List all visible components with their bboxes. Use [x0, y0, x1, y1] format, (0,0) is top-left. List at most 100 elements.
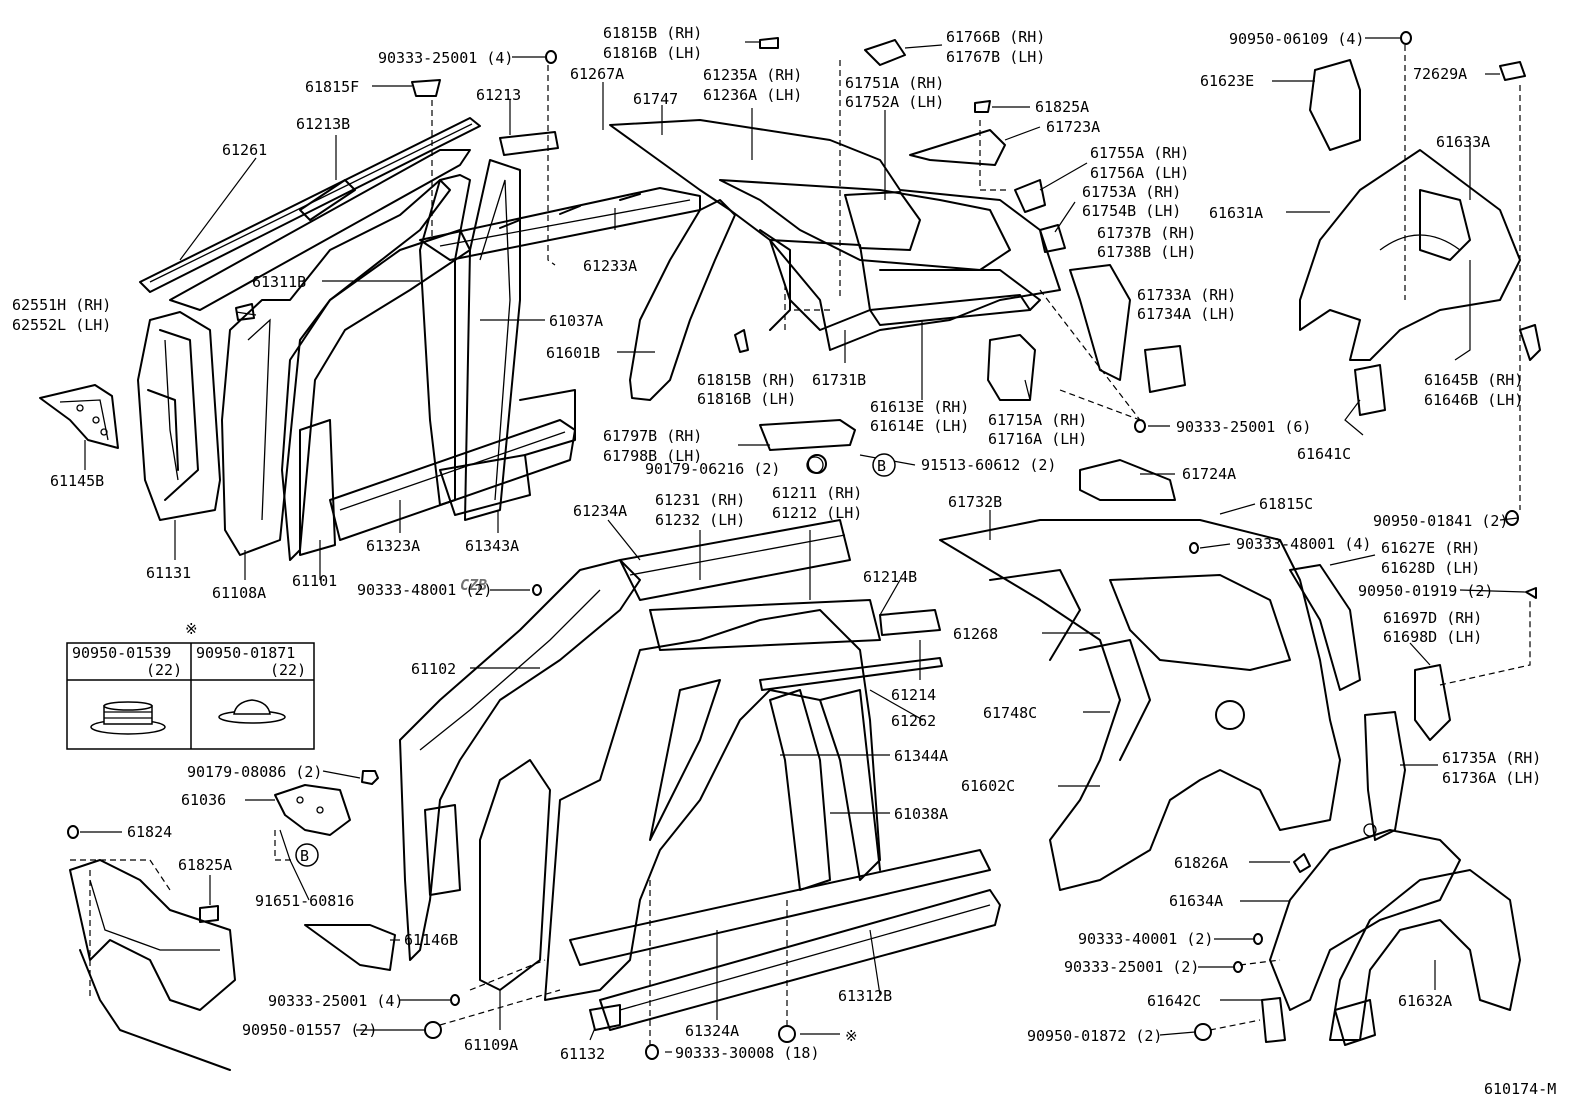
part-label: 61716A (LH) [988, 430, 1087, 448]
part-label: 62551H (RH) [12, 296, 111, 314]
watermark-logo: CZB [460, 576, 487, 594]
part-label: 90179-08086 (2) [187, 763, 322, 781]
part-label: 61324A [685, 1022, 739, 1040]
legend-qty-2: (22) [270, 661, 306, 679]
part-label: 90950-01872 (2) [1027, 1027, 1162, 1045]
part-label: 90333-40001 (2) [1078, 930, 1213, 948]
callout-b-upper: B [872, 453, 896, 477]
part-label: 61036 [181, 791, 226, 809]
part-label: 61627E (RH) [1381, 539, 1480, 557]
svg-text:B: B [300, 847, 309, 865]
grommet-icon [90, 701, 166, 735]
part-label: 61267A [570, 65, 624, 83]
part-label: 62552L (LH) [12, 316, 111, 334]
part-label: 90333-48001 (2) [357, 581, 492, 599]
part-label: 61754B (LH) [1082, 202, 1181, 220]
svg-text:B: B [877, 457, 886, 475]
part-label: 61211 (RH) [772, 484, 862, 502]
part-label: 61735A (RH) [1442, 749, 1541, 767]
part-label: 61753A (RH) [1082, 183, 1181, 201]
part-label: 61602C [961, 777, 1015, 795]
part-label: 61323A [366, 537, 420, 555]
legend-box: 90950-01539 (22) 90950-01871 (22) [66, 642, 315, 750]
part-label: 90333-25001 (6) [1176, 418, 1311, 436]
part-label: 61824 [127, 823, 172, 841]
part-label: 61747 [633, 90, 678, 108]
plug-icon [218, 699, 286, 724]
part-label: 61268 [953, 625, 998, 643]
part-label: 61723A [1046, 118, 1100, 136]
part-label: 61108A [212, 584, 266, 602]
parts-line-art [39, 37, 1541, 1071]
part-label: 61214B [863, 568, 917, 586]
part-label: 61737B (RH) [1097, 224, 1196, 242]
part-label: 90333-25001 (4) [378, 49, 513, 67]
part-label: 61733A (RH) [1137, 286, 1236, 304]
part-label: 61732B [948, 493, 1002, 511]
callout-b-lower: B [295, 843, 319, 867]
leader-lines [70, 37, 1531, 1053]
part-label: 61815B (RH) [603, 24, 702, 42]
legend-qty-1: (22) [146, 661, 182, 679]
part-label: 61736A (LH) [1442, 769, 1541, 787]
part-label: 91513-60612 (2) [921, 456, 1056, 474]
part-label: 61146B [404, 931, 458, 949]
part-label: 61641C [1297, 445, 1351, 463]
part-label: 61825A [1035, 98, 1089, 116]
part-label: 61634A [1169, 892, 1223, 910]
part-label: 61038A [894, 805, 948, 823]
part-label: 61751A (RH) [845, 74, 944, 92]
part-label: 61756A (LH) [1090, 164, 1189, 182]
part-label: 61731B [812, 371, 866, 389]
part-label: 90950-01919 (2) [1358, 582, 1493, 600]
part-label: 61109A [464, 1036, 518, 1054]
legend-part-1: 90950-01539 [72, 644, 171, 662]
part-label: 61145B [50, 472, 104, 490]
part-label: 61734A (LH) [1137, 305, 1236, 323]
part-label: 61724A [1182, 465, 1236, 483]
part-label: 61102 [411, 660, 456, 678]
part-label: 61235A (RH) [703, 66, 802, 84]
part-label: 61214 [891, 686, 936, 704]
part-label: 61233A [583, 257, 637, 275]
asterisk-marker: ※ [845, 1027, 858, 1045]
part-label: 90950-01557 (2) [242, 1021, 377, 1039]
part-label: 61642C [1147, 992, 1201, 1010]
part-label: 90950-06109 (4) [1229, 30, 1364, 48]
part-label: 61632A [1398, 992, 1452, 1010]
part-label: 61715A (RH) [988, 411, 1087, 429]
diagram-id: 610174-M [1484, 1080, 1556, 1098]
part-label: 91651-60816 [255, 892, 354, 910]
part-label: 61748C [983, 704, 1037, 722]
part-label: 90179-06216 (2) [645, 460, 780, 478]
part-label: 61261 [222, 141, 267, 159]
part-label: 61212 (LH) [772, 504, 862, 522]
part-label: 61816B (LH) [603, 44, 702, 62]
part-label: 61766B (RH) [946, 28, 1045, 46]
part-label: 61213 [476, 86, 521, 104]
part-label: 61234A [573, 502, 627, 520]
part-label: 90333-30008 (18) [675, 1044, 820, 1062]
legend-part-2: 90950-01871 [196, 644, 295, 662]
part-label: 61816B (LH) [697, 390, 796, 408]
part-label: 61798B (LH) [603, 447, 702, 465]
part-label: 61231 (RH) [655, 491, 745, 509]
part-labels: 90333-25001 (4) 61815F 61213 61213B 6126… [12, 24, 1541, 1063]
part-label: 90333-25001 (4) [268, 992, 403, 1010]
part-label: 61738B (LH) [1097, 243, 1196, 261]
part-label: 61131 [146, 564, 191, 582]
part-label: 61752A (LH) [845, 93, 944, 111]
part-label: 61101 [292, 572, 337, 590]
part-label: 61232 (LH) [655, 511, 745, 529]
part-label: 72629A [1413, 65, 1467, 83]
part-label: 61755A (RH) [1090, 144, 1189, 162]
part-label: 61037A [549, 312, 603, 330]
part-label: 61825A [178, 856, 232, 874]
part-label: 61312B [838, 987, 892, 1005]
part-label: 61213B [296, 115, 350, 133]
part-label: 61698D (LH) [1383, 628, 1482, 646]
fasteners [67, 31, 1537, 1060]
part-label: 61633A [1436, 133, 1490, 151]
part-label: 61132 [560, 1045, 605, 1063]
